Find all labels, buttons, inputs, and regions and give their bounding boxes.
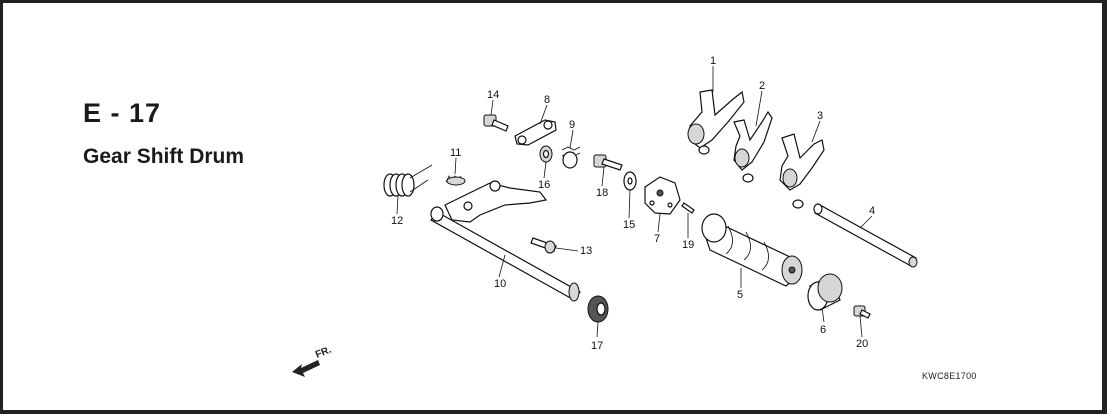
- part-15-washer[interactable]: [623, 171, 637, 191]
- callout-3: 3: [817, 110, 823, 122]
- part-4-fork-shaft[interactable]: [813, 203, 918, 268]
- part-12-spring[interactable]: [383, 164, 433, 197]
- part-1-shift-fork[interactable]: [687, 89, 745, 155]
- callout-11: 11: [450, 147, 461, 159]
- part-3-shift-fork[interactable]: [779, 133, 825, 209]
- callout-2: 2: [759, 80, 765, 92]
- part-5-shift-drum[interactable]: [701, 213, 803, 287]
- callout-5: 5: [737, 289, 743, 301]
- callout-8: 8: [544, 94, 550, 106]
- callout-6: 6: [820, 324, 826, 336]
- callout-4: 4: [869, 205, 875, 217]
- callout-20: 20: [856, 338, 868, 350]
- callout-15: 15: [623, 219, 635, 231]
- callout-1: 1: [710, 55, 716, 67]
- part-19-dowel-pin[interactable]: [681, 202, 695, 214]
- callout-9: 9: [569, 119, 575, 131]
- part-8-stopper-arm[interactable]: [514, 119, 557, 146]
- callout-labels: 1 2 3 4 5 6 7 8 9 10 11 12 13 14 15 16 1…: [391, 55, 875, 352]
- section-code: E - 17: [83, 98, 162, 128]
- part-14-bolt[interactable]: [483, 114, 509, 132]
- part-20-screw[interactable]: [853, 305, 871, 319]
- part-18-bolt[interactable]: [593, 154, 623, 171]
- callout-18: 18: [596, 187, 608, 199]
- part-6-bearing-holder[interactable]: [807, 273, 843, 311]
- callout-13: 13: [580, 245, 592, 257]
- callout-10: 10: [494, 278, 506, 290]
- section-title: Gear Shift Drum: [83, 145, 245, 168]
- callout-14: 14: [487, 89, 499, 101]
- part-16-collar[interactable]: [539, 145, 553, 163]
- callout-7: 7: [654, 233, 660, 245]
- callout-12: 12: [391, 215, 403, 227]
- callout-17: 17: [591, 340, 603, 352]
- part-9-spring[interactable]: [561, 146, 581, 169]
- callout-16: 16: [538, 179, 550, 191]
- part-10-shift-spindle[interactable]: [430, 180, 581, 302]
- front-label: FR.: [314, 344, 333, 360]
- part-17-oil-seal[interactable]: [587, 295, 609, 323]
- part-11-spring[interactable]: [445, 175, 466, 186]
- leader-lines: [396, 66, 873, 338]
- part-13-pin[interactable]: [530, 237, 557, 254]
- part-7-drum-center[interactable]: [644, 176, 681, 215]
- front-direction-arrow: FR.: [292, 344, 333, 377]
- part-2-shift-fork[interactable]: [733, 110, 773, 183]
- reference-code: KWC8E1700: [922, 371, 977, 381]
- callout-19: 19: [682, 239, 694, 251]
